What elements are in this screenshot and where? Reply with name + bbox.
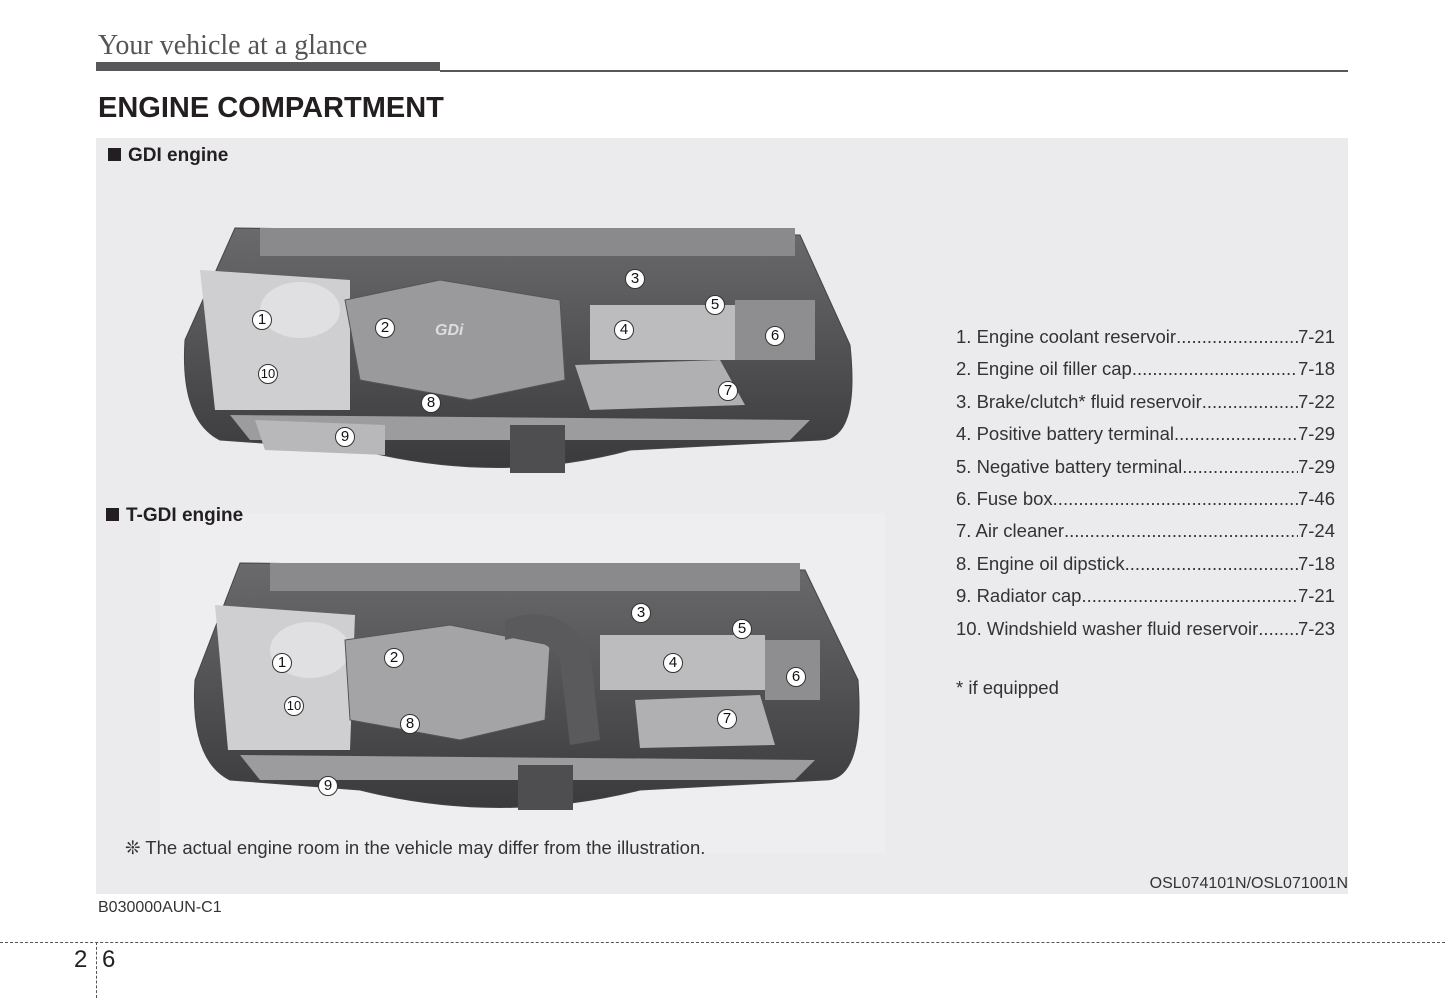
legend-label: 2. Engine oil filler cap: [956, 358, 1132, 380]
legend-item: 10. Windshield washer fluid reservoir 7-…: [956, 618, 1335, 650]
legend-page-ref: 7-22: [1297, 390, 1335, 412]
leader-dots: [1258, 618, 1298, 650]
footer-dashed-rule: [0, 942, 1445, 943]
legend-item: 2. Engine oil filler cap 7-18: [956, 358, 1335, 390]
tgdi-callout-4: 4: [663, 653, 683, 673]
legend-item: 4. Positive battery terminal 7-29: [956, 423, 1335, 455]
gdi-callout-3: 3: [625, 269, 645, 289]
tgdi-callout-9: 9: [318, 776, 338, 796]
leader-dots: [1081, 585, 1298, 617]
leader-dots: [1202, 391, 1298, 423]
gdi-callout-2: 2: [375, 318, 395, 338]
leader-dots: [1053, 488, 1298, 520]
gdi-engine-illustration: GDi: [183, 227, 853, 473]
disclaimer: ❊ The actual engine room in the vehicle …: [125, 837, 706, 858]
legend-label: 10. Windshield washer fluid reservoir: [956, 617, 1259, 639]
gdi-callout-5: 5: [705, 295, 725, 315]
tgdi-callout-2: 2: [384, 648, 404, 668]
tgdi-callout-7: 7: [717, 709, 737, 729]
gdi-callout-7: 7: [718, 381, 738, 401]
legend-item: 6. Fuse box 7-46: [956, 488, 1335, 520]
legend-label: 1. Engine coolant reservoir: [956, 326, 1177, 347]
gdi-callout-1: 1: [252, 310, 272, 330]
legend-label: 9. Radiator cap: [956, 585, 1082, 607]
legend-page-ref: 7-24: [1297, 520, 1335, 542]
legend-item: 5. Negative battery terminal 7-29: [956, 456, 1335, 488]
image-code: OSL074101N/OSL071001N: [1149, 875, 1348, 892]
section-title: Your vehicle at a glance: [98, 30, 368, 61]
footnote: * if equipped: [956, 677, 1059, 698]
tgdi-engine-label: T-GDI engine: [126, 505, 244, 526]
legend-label: 7. Air cleaner: [956, 520, 1064, 542]
legend-item: 9. Radiator cap 7-21: [956, 585, 1335, 617]
gdi-callout-4: 4: [614, 320, 634, 340]
leader-dots: [1125, 553, 1298, 585]
gdi-callout-10: 10: [258, 364, 278, 384]
tgdi-callout-5: 5: [732, 619, 752, 639]
legend-label: 8. Engine oil dipstick: [956, 552, 1125, 574]
legend-page-ref: 7-29: [1297, 455, 1335, 477]
tgdi-callout-10: 10: [284, 696, 304, 716]
legend-label: 5. Negative battery terminal: [956, 455, 1183, 477]
tgdi-callout-8: 8: [400, 714, 420, 734]
chapter-number: 2: [74, 946, 88, 973]
tgdi-engine-heading: T-GDI engine: [106, 505, 243, 527]
legend-item: 8. Engine oil dipstick 7-18: [956, 553, 1335, 585]
legend-page-ref: 7-29: [1297, 423, 1335, 445]
header-rule-thin: [440, 70, 1348, 72]
gdi-callout-8: 8: [421, 393, 441, 413]
tgdi-callout-6: 6: [786, 667, 806, 687]
tgdi-callout-3: 3: [631, 603, 651, 623]
legend-page-ref: 7-46: [1297, 487, 1335, 509]
legend-page-ref: 7-23: [1297, 617, 1335, 639]
tgdi-engine-illustration: [193, 562, 860, 810]
square-bullet-icon: [108, 148, 121, 161]
legend-page-ref: 7-21: [1297, 585, 1335, 607]
leader-dots: [1132, 358, 1298, 390]
gdi-engine-heading: GDI engine: [108, 145, 228, 167]
legend-label: 6. Fuse box: [956, 487, 1053, 509]
legend-page-ref: 7-18: [1297, 358, 1335, 380]
leader-dots: [1182, 456, 1298, 488]
component-legend: 1. Engine coolant reservoir 7-21 2. Engi…: [956, 326, 1335, 650]
document-code: B030000AUN-C1: [98, 899, 222, 916]
legend-item: 1. Engine coolant reservoir 7-21: [956, 326, 1335, 358]
legend-item: 3. Brake/clutch* fluid reservoir 7-22: [956, 391, 1335, 423]
leader-dots: [1064, 520, 1298, 552]
gdi-callout-6: 6: [765, 326, 785, 346]
header-rule-thick: [96, 62, 440, 71]
legend-label: 4. Positive battery terminal: [956, 423, 1174, 445]
page-number-divider: [96, 942, 97, 998]
legend-page-ref: 7-21: [1297, 326, 1335, 347]
leader-dots: [1174, 423, 1298, 455]
gdi-callout-9: 9: [335, 427, 355, 447]
page-number: 6: [102, 946, 116, 973]
legend-item: 7. Air cleaner 7-24: [956, 520, 1335, 552]
leader-dots: [1176, 326, 1298, 358]
page-title: ENGINE COMPARTMENT: [98, 92, 444, 124]
gdi-engine-label: GDI engine: [128, 145, 229, 166]
gdi-logo: GDi: [435, 322, 464, 339]
square-bullet-icon: [106, 508, 119, 521]
legend-page-ref: 7-18: [1297, 552, 1335, 574]
legend-label: 3. Brake/clutch* fluid reservoir: [956, 390, 1202, 412]
tgdi-callout-1: 1: [272, 653, 292, 673]
